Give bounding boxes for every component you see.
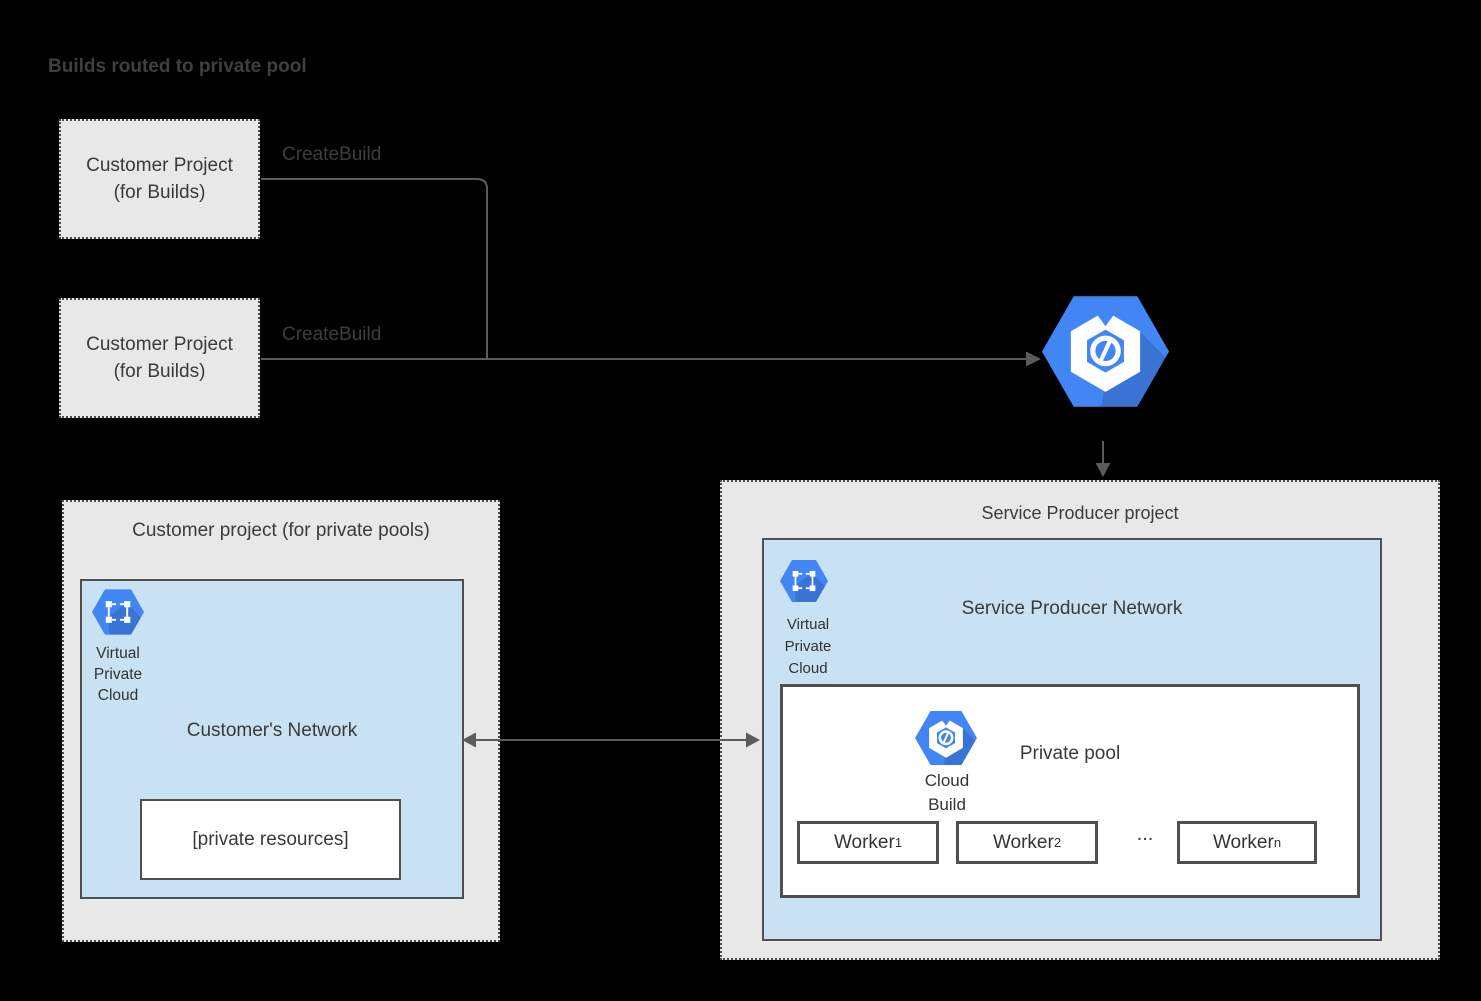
- vpc-icon: [780, 560, 828, 602]
- createbuild-label-2: CreateBuild: [282, 324, 382, 345]
- page-title: Builds routed to private pool: [48, 56, 307, 77]
- vpc-icon-label: Virtual Private Cloud: [784, 616, 832, 677]
- customer-build-project-label-line2: (for Builds): [113, 182, 206, 203]
- arrowhead-down: [1095, 463, 1111, 477]
- customer-build-project-box-2: Customer Project (for Builds): [59, 298, 260, 418]
- worker-ellipsis: ...: [1136, 823, 1154, 845]
- customer-pool-project-box: Customer project (for private pools) Vir…: [62, 500, 500, 942]
- customer-build-project-label-line1: Customer Project: [86, 155, 233, 176]
- customer-build-project-box-1: Customer Project (for Builds): [59, 119, 260, 239]
- private-pool-title: Private pool: [1019, 743, 1121, 764]
- service-producer-network-box: Virtual Private Cloud Service Producer N…: [762, 538, 1382, 941]
- customer-build-project-label-line1: Customer Project: [86, 334, 233, 355]
- private-resources-box: [private resources]: [140, 799, 401, 880]
- customer-pool-project-title: Customer project (for private pools): [132, 520, 430, 541]
- customer-build-project-label-line2: (for Builds): [113, 361, 206, 382]
- vpc-icon: [92, 589, 144, 635]
- service-producer-project-box: Service Producer project Virtual Private…: [720, 480, 1440, 960]
- customer-network-title: Customer's Network: [186, 720, 358, 741]
- cloud-build-icon-label: Cloud Build: [924, 771, 970, 814]
- customer-network-box: Virtual Private Cloud Customer's Network…: [80, 579, 464, 899]
- service-producer-project-title: Service Producer project: [981, 503, 1179, 523]
- service-producer-network-title: Service Producer Network: [961, 598, 1183, 619]
- vpc-icon-label: Virtual Private Cloud: [93, 645, 143, 704]
- createbuild-label-1: CreateBuild: [282, 144, 382, 165]
- arrowhead-into-cloud-build: [1026, 351, 1041, 367]
- cloud-build-icon: [1042, 293, 1169, 410]
